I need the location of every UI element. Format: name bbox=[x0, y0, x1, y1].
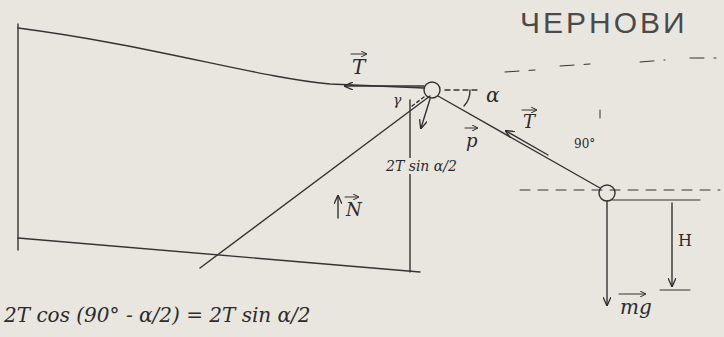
dimension-line bbox=[671, 203, 672, 286]
support-line bbox=[200, 96, 430, 268]
dimension-label: H bbox=[678, 232, 692, 250]
rope bbox=[438, 96, 600, 188]
angle-label: α bbox=[486, 84, 500, 107]
tick bbox=[600, 110, 601, 118]
force-label: p bbox=[466, 131, 478, 152]
tension-arrow bbox=[506, 131, 548, 155]
angle-label: 90° bbox=[574, 138, 595, 152]
vector-mark bbox=[522, 110, 536, 111]
dashed-line bbox=[520, 190, 720, 191]
force-label: T bbox=[523, 112, 535, 133]
angle-arc bbox=[464, 90, 470, 106]
equation: 2T cos (90° - α/2) = 2T sin α/2 bbox=[4, 304, 311, 327]
table-top bbox=[18, 28, 424, 88]
force-label: 2T sin α/2 bbox=[384, 158, 459, 174]
dashed-line bbox=[445, 89, 480, 90]
dimension-line bbox=[612, 200, 700, 201]
table-edge bbox=[17, 24, 18, 250]
mass bbox=[599, 185, 615, 201]
tension-arrow bbox=[345, 85, 424, 86]
force-label: N bbox=[346, 200, 362, 221]
angle-label: γ bbox=[393, 92, 401, 108]
dashed-line bbox=[412, 97, 424, 106]
normal-arrow bbox=[337, 196, 338, 218]
force-label: T bbox=[352, 56, 365, 79]
vector-mark bbox=[619, 294, 645, 295]
vector-mark bbox=[465, 128, 477, 129]
dimension-line bbox=[660, 290, 690, 291]
support-vertical bbox=[409, 100, 410, 272]
weight-arrow bbox=[606, 201, 607, 305]
vector-mark bbox=[345, 197, 358, 198]
vector-mark bbox=[351, 54, 366, 55]
table-bottom bbox=[18, 238, 420, 272]
watermark: ЧЕРНОВИ bbox=[520, 6, 688, 41]
force-arrow bbox=[421, 99, 430, 128]
force-label: mg bbox=[620, 296, 652, 319]
dashed-line bbox=[505, 58, 716, 72]
